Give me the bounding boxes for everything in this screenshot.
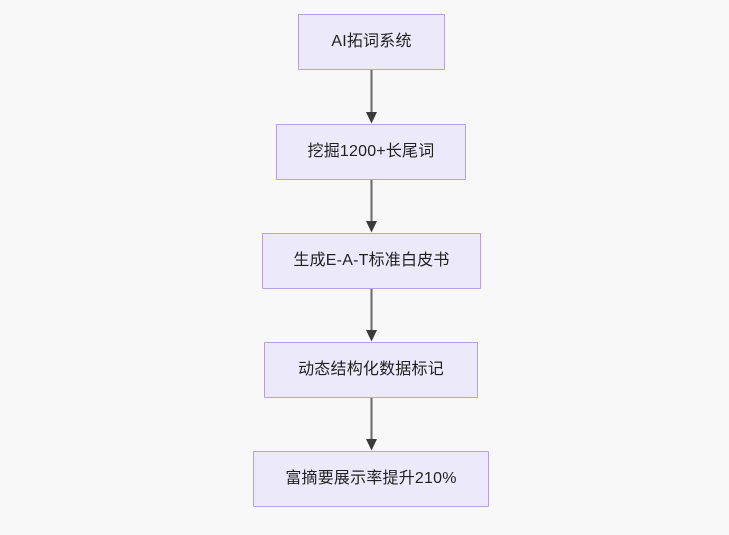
flow-node-label: 挖掘1200+长尾词 bbox=[307, 143, 435, 161]
flow-node-ai-keyword-system[interactable]: AI拓词系统 bbox=[298, 14, 445, 70]
edge-node3-to-node4 bbox=[366, 289, 377, 342]
flow-node-generate-eat-whitepaper[interactable]: 生成E-A-T标准白皮书 bbox=[262, 233, 481, 289]
flow-node-dynamic-structured-data-markup[interactable]: 动态结构化数据标记 bbox=[264, 342, 478, 398]
flow-node-mine-longtail-keywords[interactable]: 挖掘1200+长尾词 bbox=[276, 124, 466, 180]
flow-node-label: 生成E-A-T标准白皮书 bbox=[293, 252, 450, 270]
edge-node4-to-node5 bbox=[366, 398, 377, 451]
flow-node-label: 动态结构化数据标记 bbox=[298, 361, 444, 379]
edge-node2-to-node3 bbox=[366, 180, 377, 233]
flow-node-label: 富摘要展示率提升210% bbox=[285, 470, 457, 488]
flow-node-label: AI拓词系统 bbox=[331, 33, 412, 51]
edge-node1-to-node2 bbox=[366, 70, 377, 124]
flow-node-rich-snippet-impression-lift[interactable]: 富摘要展示率提升210% bbox=[253, 451, 489, 507]
